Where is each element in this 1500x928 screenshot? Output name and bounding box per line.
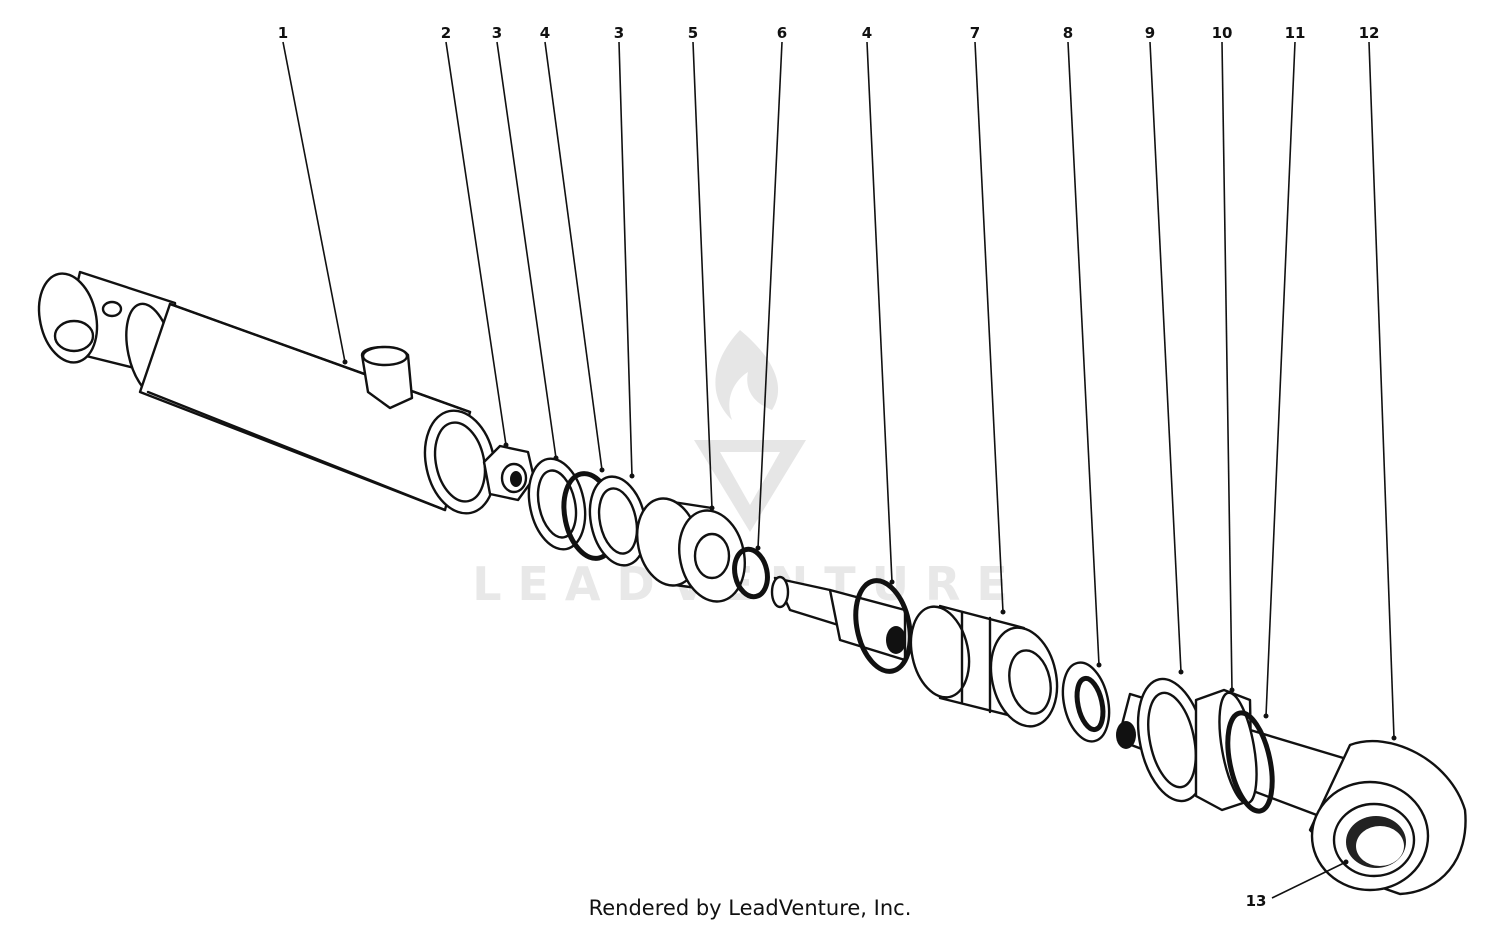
part-8-wiper — [1061, 661, 1111, 743]
callout-4b: 4 — [862, 24, 872, 42]
watermark-logo-icon — [694, 330, 806, 532]
callout-13: 13 — [1246, 892, 1267, 910]
callout-4a: 4 — [540, 24, 550, 42]
part-2-nut — [482, 444, 536, 502]
callout-1: 1 — [278, 24, 288, 42]
part-12-rod-eye — [1308, 739, 1467, 896]
callout-11: 11 — [1285, 24, 1306, 42]
callout-9: 9 — [1145, 24, 1155, 42]
rod-end-assembly — [1116, 677, 1467, 896]
part-7-piston — [909, 604, 1059, 728]
callout-3a: 3 — [492, 24, 502, 42]
callout-10: 10 — [1212, 24, 1233, 42]
callout-6: 6 — [777, 24, 787, 42]
part-11-snap-ring — [1225, 710, 1275, 814]
part-6-o-ring — [732, 546, 770, 600]
footer-credit: Rendered by LeadVenture, Inc. — [589, 896, 912, 920]
watermark-text: LEADVENTURE — [472, 557, 1024, 611]
part-4-o-ring-b — [853, 578, 913, 674]
part-1-cylinder-barrel — [37, 270, 497, 515]
part-5-gland — [636, 497, 746, 603]
callout-8: 8 — [1063, 24, 1073, 42]
leader-lines — [282, 41, 1397, 899]
part-10-clamp-collar — [1194, 688, 1258, 812]
callout-5: 5 — [688, 24, 698, 42]
callout-3b: 3 — [614, 24, 624, 42]
callout-7: 7 — [970, 24, 980, 42]
callout-labels: 1 2 3 4 3 5 6 4 7 8 9 10 11 12 13 — [278, 24, 1380, 910]
callout-2: 2 — [441, 24, 451, 42]
callout-12: 12 — [1359, 24, 1380, 42]
